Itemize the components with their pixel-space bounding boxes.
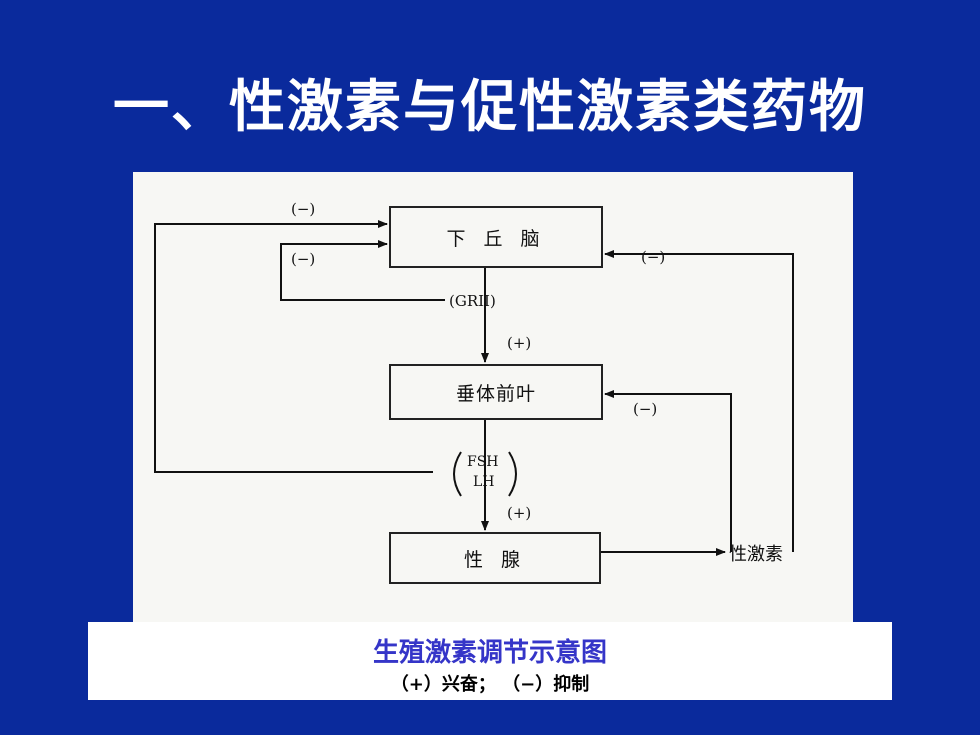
- lh-label: LH: [473, 474, 495, 490]
- caption-panel: 生殖激素调节示意图 （+）兴奋； （−）抑制: [88, 622, 892, 700]
- fsh-lh-left-bracket: [453, 451, 462, 497]
- neg-label-top: (−): [291, 200, 316, 218]
- sex-hormone-label: 性激素: [729, 544, 783, 565]
- fsh-lh-right-bracket: [508, 451, 517, 497]
- regulation-diagram: 下 丘 脑 垂体前叶 性 腺 性激素 (−) (−) (−) (−) (GRII…: [133, 172, 853, 624]
- caption-title: 生殖激素调节示意图: [372, 638, 607, 668]
- neg-label-inner: (−): [291, 250, 316, 268]
- fsh-label: FSH: [467, 454, 499, 470]
- neg-label-right-upper: (−): [641, 248, 666, 266]
- inner-feedback-line: [280, 240, 445, 301]
- slide-title: 一、性激素与促性激素类药物: [113, 75, 867, 140]
- neg-label-right-lower: (−): [633, 400, 658, 418]
- anterior-pituitary-box: 垂体前叶: [389, 364, 603, 420]
- pos-label-upper: (+): [507, 334, 532, 352]
- gonad-box: 性 腺: [389, 532, 601, 584]
- right-feedback-line: [604, 250, 794, 552]
- diagram-connectors: [154, 220, 794, 556]
- gnrh-label: (GRII): [449, 292, 496, 310]
- pos-label-lower: (+): [507, 504, 532, 522]
- caption-legend: （+）兴奋； （−）抑制: [390, 674, 590, 695]
- pituitary-feedback-line: [604, 390, 732, 552]
- hypothalamus-box: 下 丘 脑: [389, 206, 603, 268]
- outer-feedback-line: [154, 220, 433, 473]
